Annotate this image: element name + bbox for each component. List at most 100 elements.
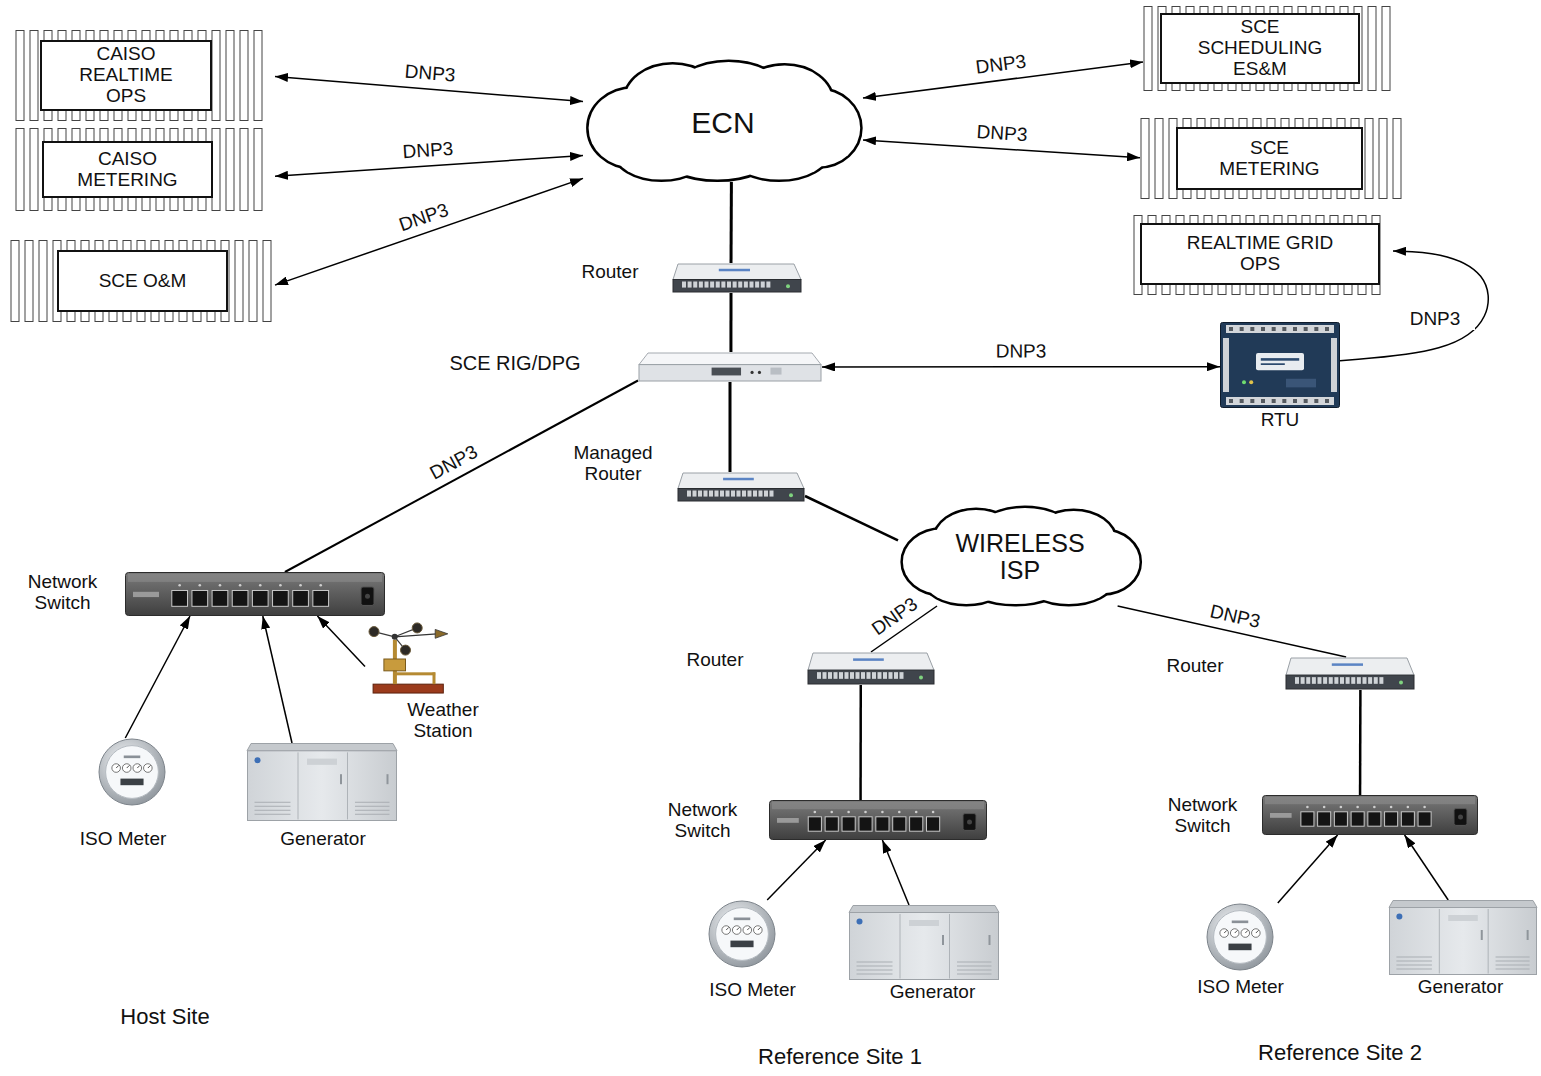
network-link <box>730 182 733 263</box>
text-block: SCE METERING <box>1200 138 1340 180</box>
text-block: ECN <box>691 106 754 139</box>
device-label: Router <box>1140 656 1250 677</box>
generator-icon-part <box>355 810 390 811</box>
iso-meter-icon-part <box>1230 929 1239 938</box>
cloud-face: ECN <box>583 62 863 182</box>
weather-station-icon-part <box>369 627 379 637</box>
generator-icon-part <box>1389 901 1537 908</box>
network-switch-icon-part <box>1265 797 1475 804</box>
network-switch-icon <box>125 572 385 616</box>
network-switch-icon-part <box>963 814 976 831</box>
router-device-icon-part <box>828 672 832 679</box>
network-switch-icon-part <box>1301 812 1314 826</box>
router-device-icon-part <box>727 282 731 288</box>
generator-icon-part <box>247 744 397 751</box>
network-switch-icon-part <box>1373 806 1376 809</box>
network-switch-icon-part <box>1323 806 1326 809</box>
device-label: ISO Meter <box>1178 977 1303 998</box>
protocol-label: DNP3 <box>1206 601 1264 633</box>
rtu-device-icon-part <box>1261 399 1265 403</box>
network-switch-icon-part <box>1407 806 1410 809</box>
rtu-device-icon-part <box>1314 399 1318 403</box>
rtu-device-icon-part <box>1293 327 1297 331</box>
generator-icon-part <box>1390 908 1537 975</box>
weather-station-icon-part <box>395 634 437 637</box>
box-label: REALTIME GRID OPS <box>1170 233 1350 275</box>
device-label: Router <box>660 650 770 671</box>
router-device-icon-part <box>1318 677 1322 684</box>
box-face: CAISO METERING <box>42 141 213 198</box>
generator-icon-part <box>957 966 992 967</box>
router-device-icon-part <box>699 282 703 288</box>
network-switch-icon-part <box>808 817 821 831</box>
generator-icon-part <box>857 966 893 967</box>
generator-icon-part <box>1496 957 1530 958</box>
iso-meter-icon-part <box>1220 929 1229 938</box>
box-label: SCE SCHEDULING ES&M <box>1185 17 1335 80</box>
network-switch-icon-part <box>293 590 309 606</box>
box-label: SCE METERING <box>1200 138 1340 180</box>
generator-icon-part <box>857 962 893 963</box>
rtu-device-icon-part <box>1261 327 1265 331</box>
iso-meter-icon-part <box>709 901 775 967</box>
router-device-icon-part <box>682 282 686 288</box>
network-link <box>728 382 731 472</box>
network-switch-icon-part <box>232 590 248 606</box>
box-label: CAISO REALTIME OPS <box>66 44 186 107</box>
router-device-icon-part <box>823 672 827 679</box>
connector-group <box>125 62 1488 905</box>
generator-icon-part <box>1396 914 1402 920</box>
router-device-icon-part <box>872 672 876 679</box>
network-link <box>729 293 732 352</box>
generator-icon-part <box>957 974 992 975</box>
protocol-label: DNP3 <box>400 139 456 163</box>
router-device-icon-part <box>1301 677 1305 684</box>
cloud-outline-part <box>625 88 821 160</box>
iso-meter-icon-part <box>1245 930 1248 933</box>
device-caption: Generator <box>1398 977 1523 998</box>
router-device-icon-part <box>1334 677 1338 684</box>
device-caption: Router <box>1140 656 1250 677</box>
network-link <box>863 62 1143 98</box>
network-switch-icon-part <box>881 811 884 814</box>
network-switch-icon-part <box>172 590 188 606</box>
router-device-icon-part <box>1379 677 1383 684</box>
router-device-icon-part <box>1346 677 1350 684</box>
router-device-icon-part <box>753 491 757 497</box>
generator-icon-part <box>355 814 390 815</box>
generator-icon-part <box>307 759 337 765</box>
cloud-outline-part <box>625 88 821 160</box>
network-switch-icon-part <box>212 590 228 606</box>
router-device-icon-part <box>721 282 725 288</box>
rtu-device-icon-part <box>1226 325 1334 333</box>
router-device-icon-part <box>759 491 763 497</box>
generator-icon <box>247 743 397 821</box>
cloud-outline-part <box>935 530 1106 589</box>
device-label: RTU <box>1230 410 1330 431</box>
router-device-icon-part <box>673 264 801 280</box>
rtu-device-icon-part <box>1304 327 1308 331</box>
system-box: SCE O&M <box>10 240 275 322</box>
router-device-icon-part <box>719 269 750 272</box>
rack-bar <box>1141 119 1149 199</box>
network-switch-icon-part <box>219 584 222 587</box>
router-device-icon-part <box>720 491 724 497</box>
network-switch-icon-part <box>1418 812 1431 826</box>
network-switch-icon <box>769 800 987 840</box>
router-device-icon-part <box>853 658 884 661</box>
iso-meter-icon-part <box>1224 930 1227 933</box>
site-label: Reference Site 2 <box>1220 1040 1460 1065</box>
site-label: Host Site <box>60 1004 270 1029</box>
network-switch-icon-part <box>1401 812 1414 826</box>
iso-meter-icon-part <box>726 927 729 930</box>
network-switch-icon-part <box>847 811 850 814</box>
network-switch-icon-part <box>313 590 329 606</box>
router-device-icon-part <box>889 672 893 679</box>
generator: Generator <box>849 905 999 980</box>
rack-bar <box>1379 119 1387 199</box>
network-switch: Network Switch <box>769 800 987 840</box>
network-link <box>871 606 937 652</box>
iso-meter-icon-part <box>754 926 763 935</box>
router-device-icon-part <box>687 491 691 497</box>
